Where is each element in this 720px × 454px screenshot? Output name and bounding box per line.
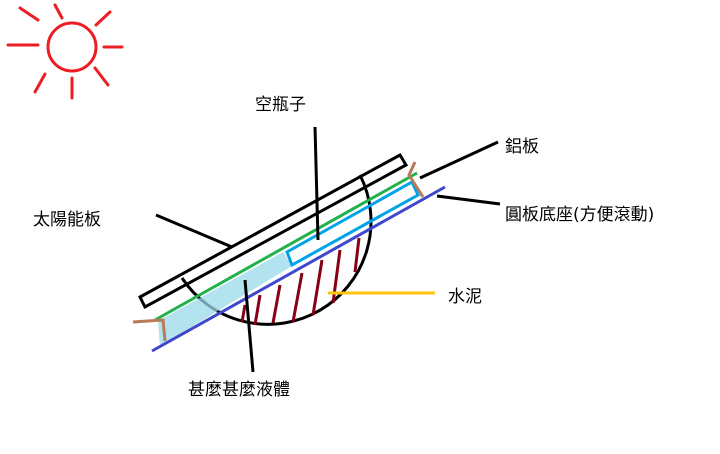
sun-icon	[6, 3, 124, 100]
label-cement: 水泥	[448, 287, 482, 307]
aluminum-plate	[154, 171, 418, 322]
label-base: 圓板底座(方便滾動)	[505, 205, 655, 225]
label-bottle: 空瓶子	[255, 95, 306, 115]
liquid-fill	[158, 252, 292, 346]
base-plate	[151, 185, 446, 353]
label-aluminum: 鋁板	[505, 137, 539, 157]
bottle	[285, 179, 420, 268]
solar-panel	[138, 152, 409, 310]
leader-lines	[155, 126, 501, 373]
left-bracket	[132, 318, 167, 342]
label-solar-panel: 太陽能板	[33, 210, 101, 230]
label-liquid: 甚麼甚麼液體	[188, 380, 290, 400]
right-bracket	[407, 161, 425, 198]
